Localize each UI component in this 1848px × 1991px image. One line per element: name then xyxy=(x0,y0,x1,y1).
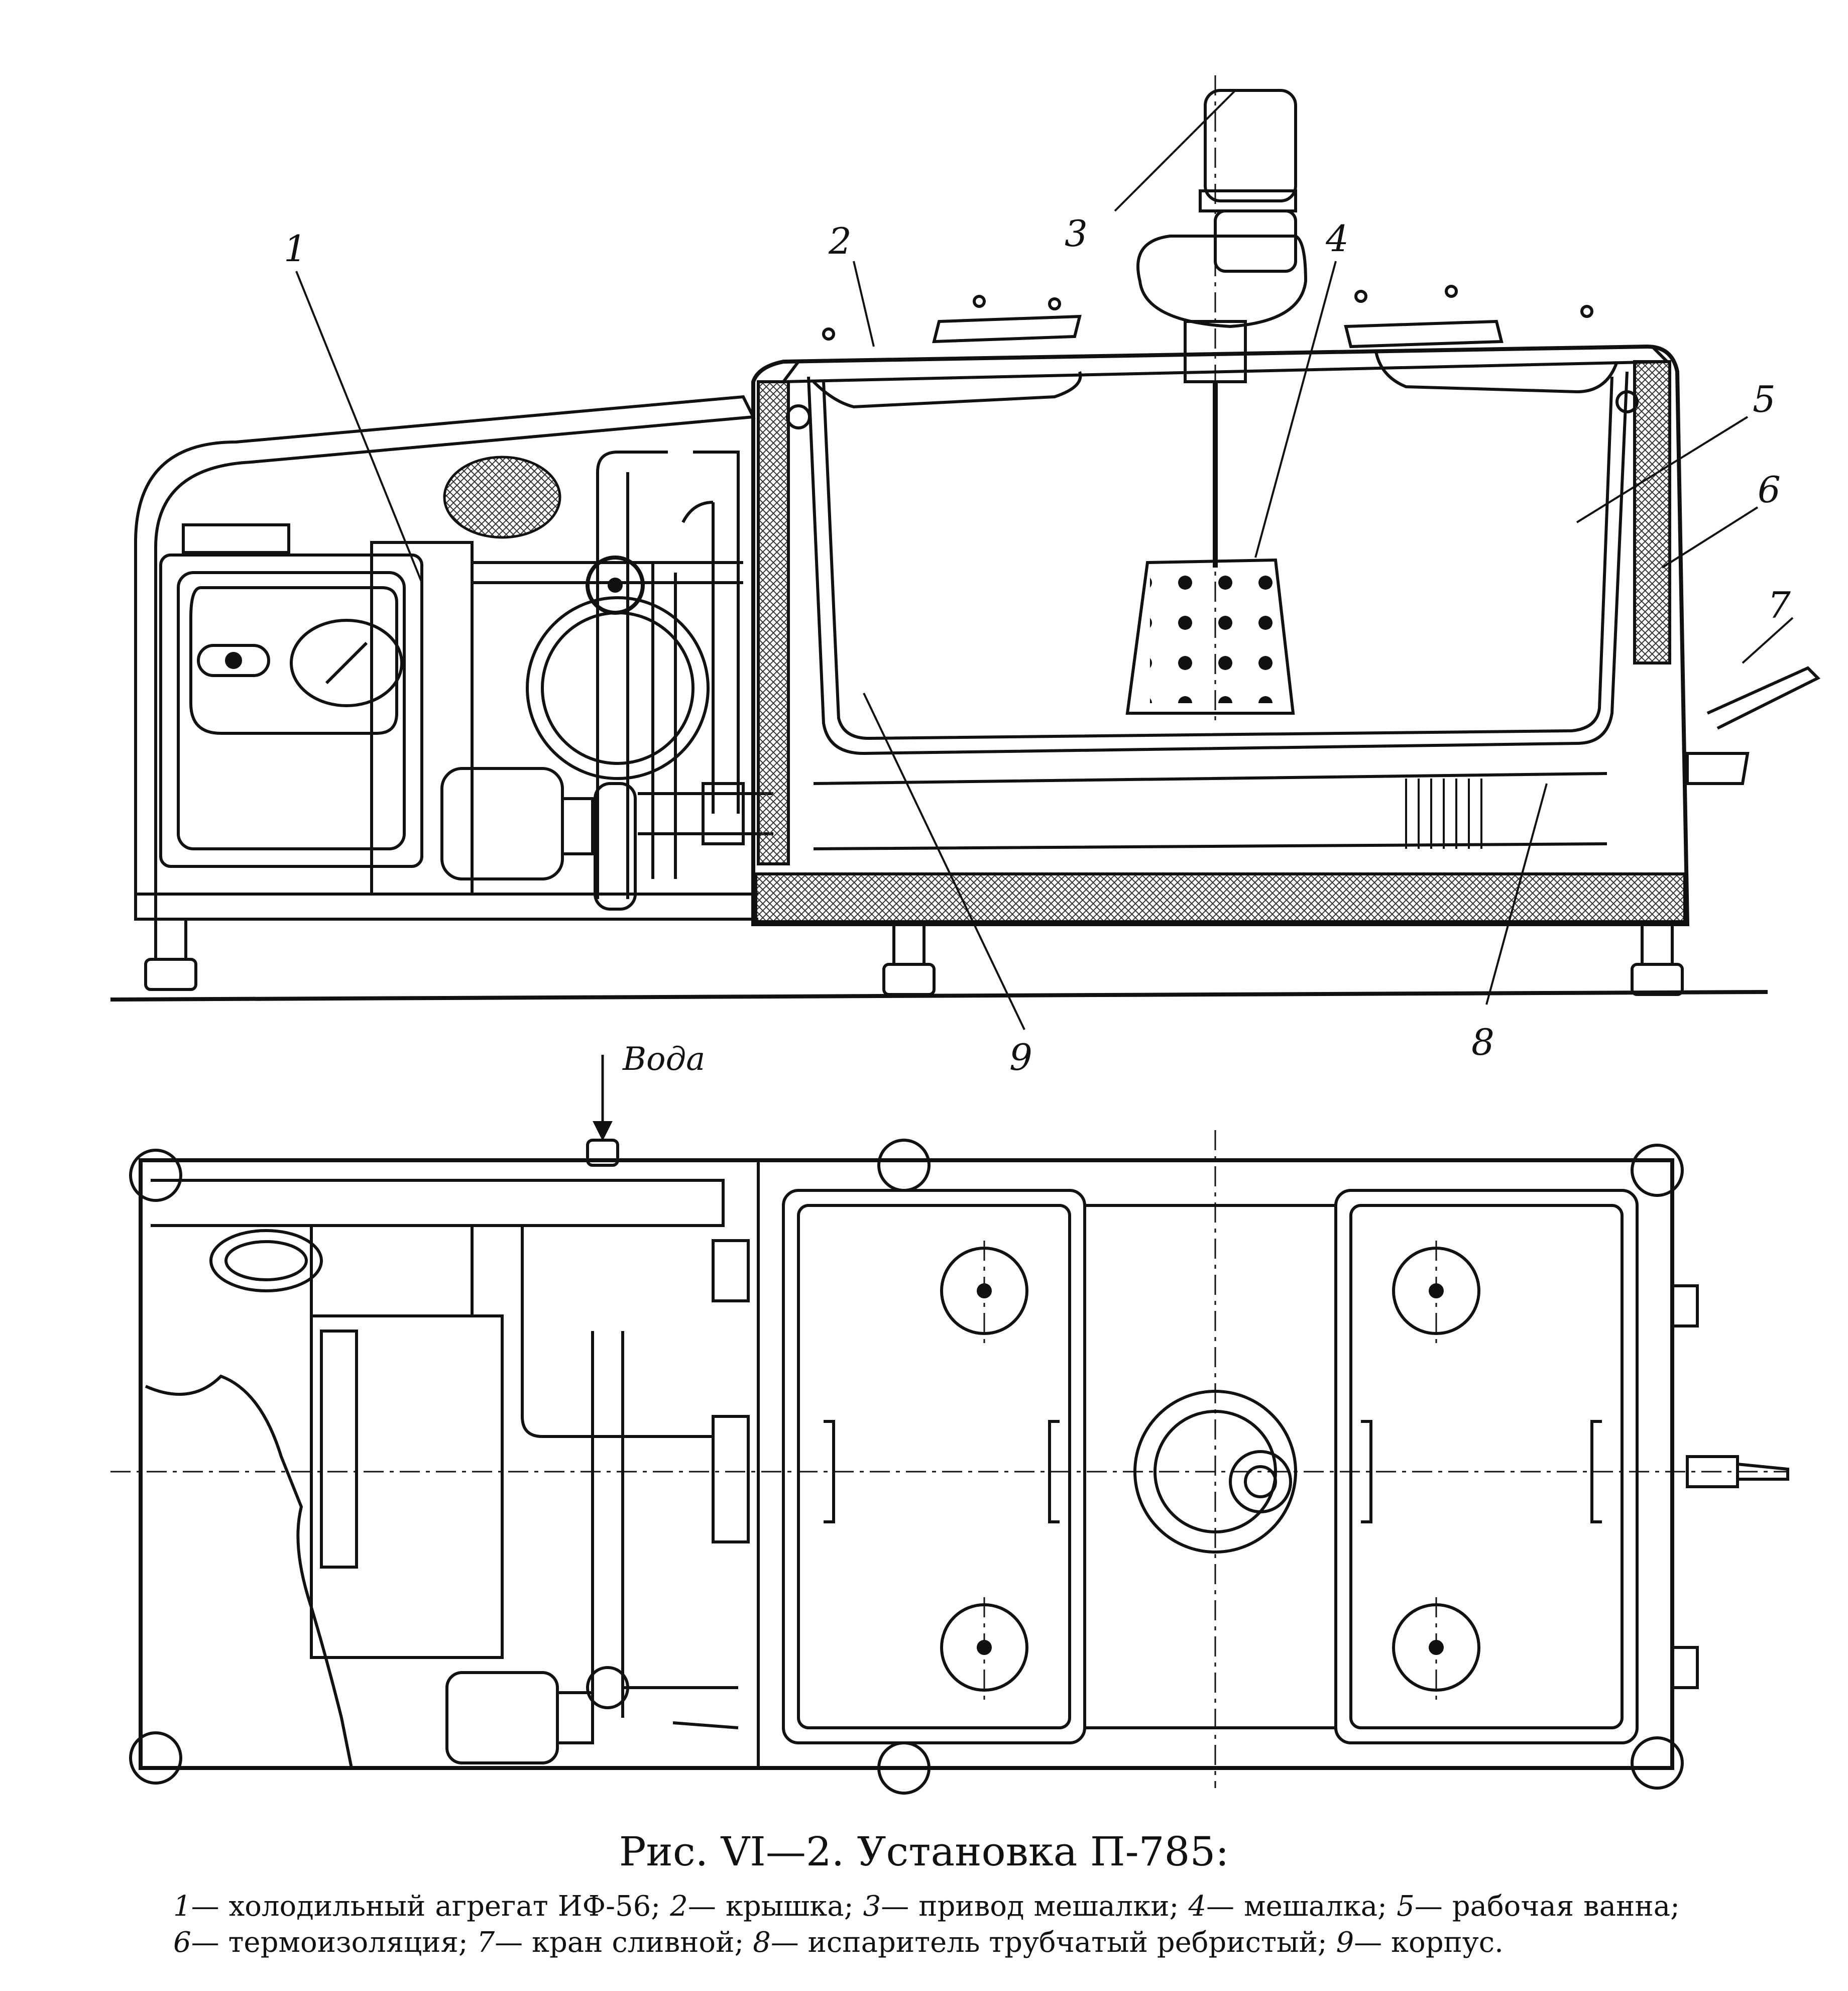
plan-tank-lid-left xyxy=(782,1189,1086,1744)
insulation-left xyxy=(757,380,790,865)
insulation-bottom xyxy=(754,872,1686,923)
plan-motor xyxy=(445,1671,559,1764)
compressor-block xyxy=(370,541,474,896)
callout-2: 2 xyxy=(828,220,852,262)
figure-caption: Рис. VI—2. Установка П-785: xyxy=(619,1828,1229,1875)
control-panel xyxy=(159,554,423,868)
callout-5: 5 xyxy=(1753,378,1776,420)
callout-6: 6 xyxy=(1758,469,1781,511)
legend-item: 5— рабочая ванна; xyxy=(1397,1890,1680,1923)
callout-9: 9 xyxy=(1009,1036,1032,1078)
net-opening xyxy=(443,456,561,539)
receiver-coil xyxy=(526,596,710,780)
callout-1: 1 xyxy=(284,228,307,270)
evaporator-fins xyxy=(1405,779,1482,849)
stirrer-drive xyxy=(1204,89,1297,202)
callout-4: 4 xyxy=(1325,217,1349,260)
callout-leaders xyxy=(295,89,1794,1030)
stirrer-paddle xyxy=(1125,558,1295,715)
callout-3: 3 xyxy=(1065,212,1088,255)
legend-item: 2— крышка; xyxy=(670,1890,854,1923)
valve-wheel xyxy=(586,556,645,615)
water-label: Вода xyxy=(622,1041,705,1078)
feet xyxy=(144,918,1684,996)
legend-item: 9— корпус. xyxy=(1336,1926,1504,1959)
legend-item: 3— привод мешалки; xyxy=(863,1890,1179,1923)
drain-valve xyxy=(1686,752,1750,785)
callout-7: 7 xyxy=(1768,584,1791,626)
plan-drain-valve xyxy=(1686,1455,1739,1488)
figure-legend: 1— холодильный агрегат ИФ-56; 2— крышка;… xyxy=(173,1889,1680,1961)
motor xyxy=(440,767,564,880)
plan-frame xyxy=(139,1158,1674,1770)
legend-item: 6— термоизоляция; xyxy=(173,1926,468,1959)
unit-housing xyxy=(134,395,756,921)
legend-item: 8— испаритель трубчатый ребристый; xyxy=(753,1926,1327,1959)
working-bath xyxy=(807,371,1629,755)
gauge-dial xyxy=(290,619,403,707)
legend-item: 7— кран сливной; xyxy=(477,1926,744,1959)
legend-item: 4— мешалка; xyxy=(1188,1890,1388,1923)
side-view xyxy=(110,75,1821,1002)
floor-line xyxy=(110,990,1768,1002)
plan-view xyxy=(110,1055,1789,1795)
callout-8: 8 xyxy=(1471,1021,1494,1063)
lid xyxy=(780,345,1671,384)
legend-item: 1— холодильный агрегат ИФ-56; xyxy=(173,1890,661,1923)
gauge-small xyxy=(197,644,270,677)
insulation-right xyxy=(1633,360,1671,665)
